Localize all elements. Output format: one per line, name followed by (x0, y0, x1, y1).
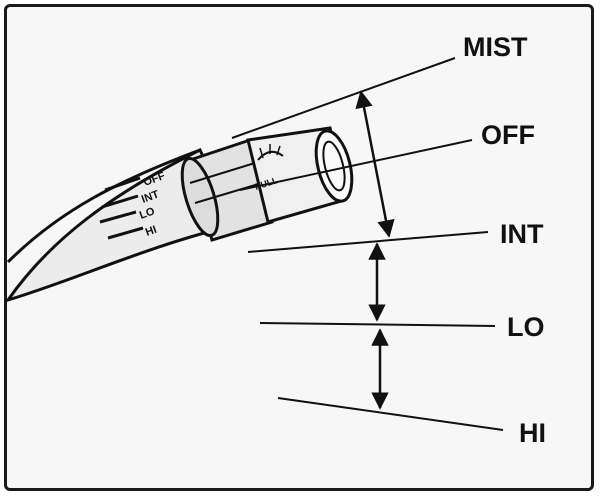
label-mist: MIST (463, 32, 528, 62)
stalk-mark-lo: LO (138, 205, 157, 222)
label-int: INT (500, 219, 544, 249)
washer-icon (257, 144, 284, 161)
stalk-markings (99, 176, 144, 240)
stalk-mark-int: INT (140, 188, 161, 205)
label-hi: HI (519, 418, 546, 448)
position-leader-lines (231, 57, 504, 431)
wiper-knob (246, 126, 354, 224)
stalk-mark-hi: HI (144, 224, 158, 239)
position-arrows (355, 90, 395, 410)
label-off: OFF (481, 120, 535, 150)
label-lo: LO (507, 312, 545, 342)
